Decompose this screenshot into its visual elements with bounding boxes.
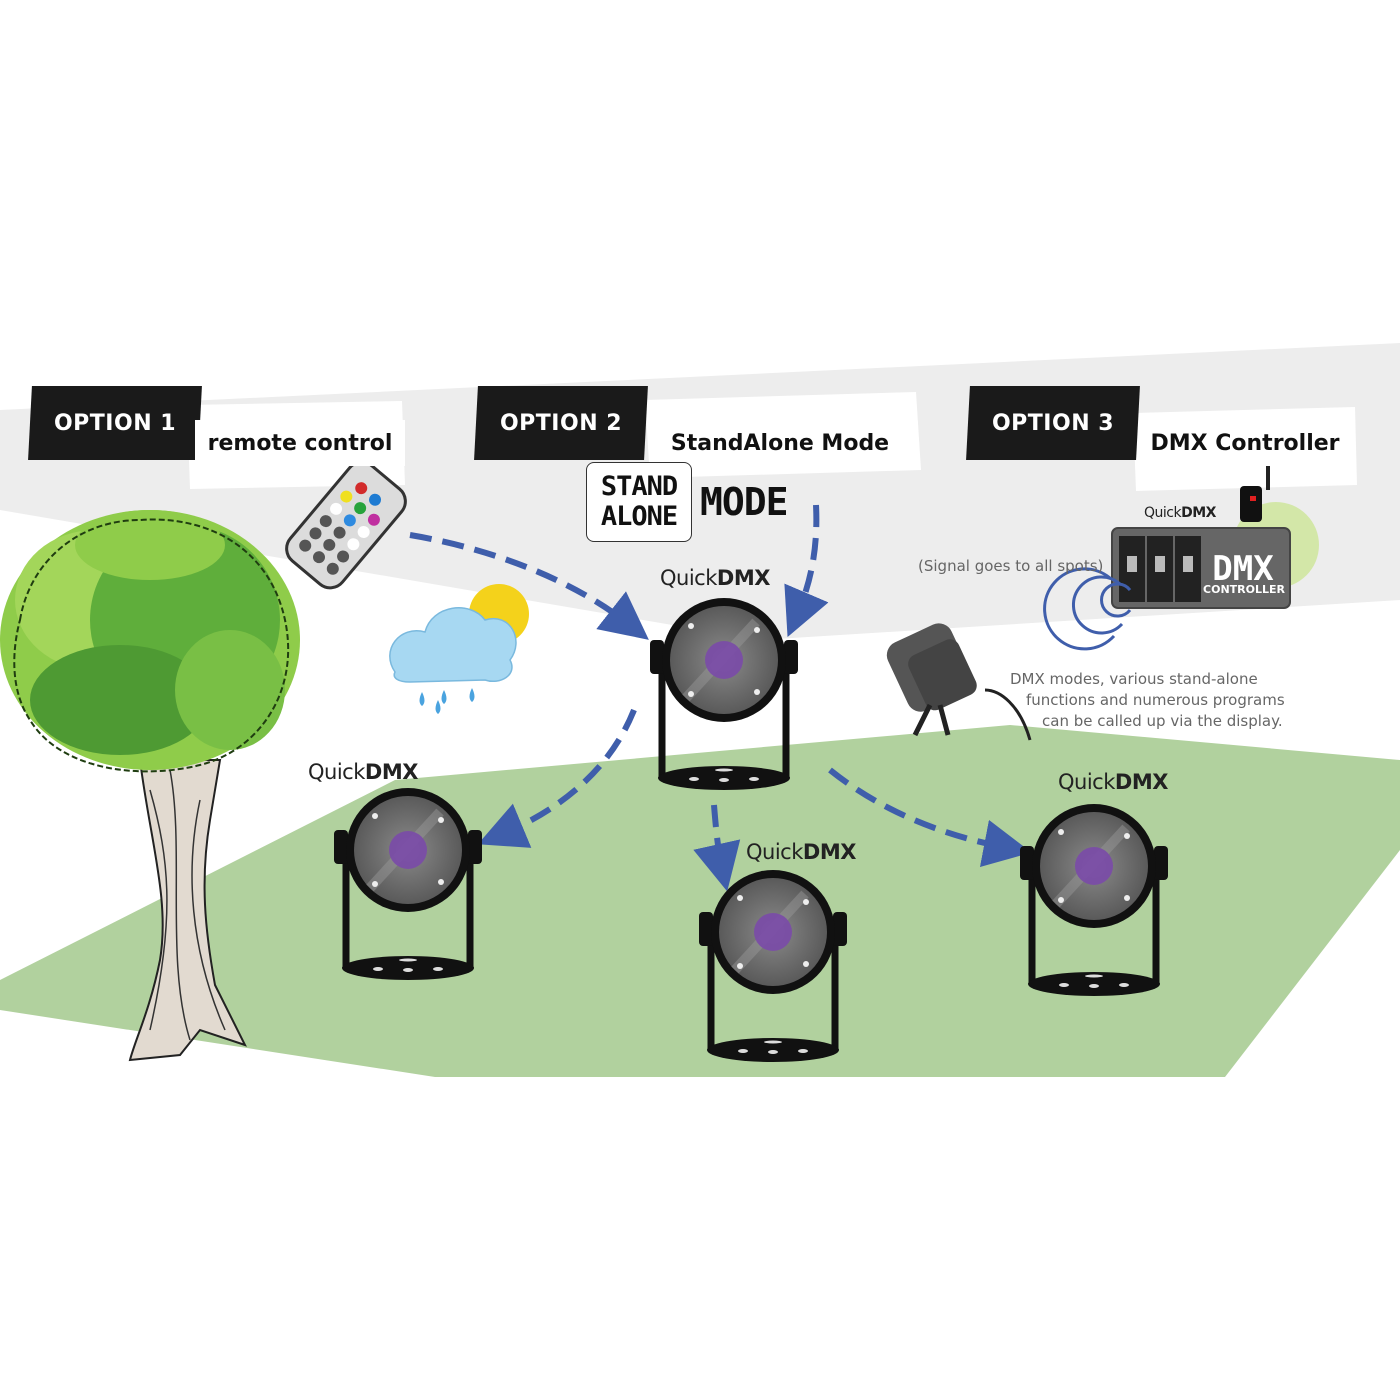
quickdmx-logo-center: QuickDMX bbox=[746, 840, 856, 864]
wireless-signal-icon bbox=[1043, 567, 1132, 651]
arrow-standalone-to-main bbox=[784, 504, 829, 638]
standalone-mode-text: MODE bbox=[700, 480, 789, 524]
controller-title: DMX bbox=[1212, 549, 1274, 589]
option-3-label: DMX Controller bbox=[1140, 420, 1350, 466]
dmx-controller-device bbox=[1111, 462, 1291, 609]
signal-note: (Signal goes to all spots) bbox=[918, 557, 1104, 575]
description-line-3: can be called up via the display. bbox=[1042, 712, 1283, 730]
tree-illustration bbox=[0, 510, 300, 1062]
option-3-tab: OPTION 3 bbox=[966, 386, 1140, 460]
sun-cloud-rain-icon bbox=[389, 584, 529, 714]
garden-spot-light-icon bbox=[886, 623, 1032, 741]
remote-control-icon bbox=[285, 460, 407, 590]
arrow-remote-to-main bbox=[409, 532, 649, 640]
quickdmx-logo-controller: QuickDMX bbox=[1144, 505, 1216, 521]
quickdmx-logo-main: QuickDMX bbox=[660, 566, 770, 590]
option-2-tab: OPTION 2 bbox=[474, 386, 648, 460]
option-1-label: remote control bbox=[195, 420, 405, 466]
option-3-tab-text: OPTION 3 bbox=[991, 410, 1115, 436]
standalone-badge: STAND ALONE bbox=[586, 462, 692, 542]
standalone-badge-line1: STAND bbox=[600, 471, 678, 502]
standalone-badge-line2: ALONE bbox=[600, 501, 678, 532]
arrow-main-to-center bbox=[693, 804, 741, 892]
arrow-main-to-left bbox=[477, 708, 637, 848]
option-2-tab-text: OPTION 2 bbox=[499, 410, 623, 436]
description-line-2: functions and numerous programs bbox=[1026, 691, 1285, 709]
controller-subtitle: CONTROLLER bbox=[1203, 583, 1285, 596]
option-1-tab-text: OPTION 1 bbox=[53, 410, 177, 436]
quickdmx-logo-right: QuickDMX bbox=[1058, 770, 1168, 794]
option-2-label: StandAlone Mode bbox=[660, 420, 900, 466]
signal-arrows bbox=[409, 504, 1032, 892]
option-1-tab: OPTION 1 bbox=[28, 386, 202, 460]
quickdmx-logo-left: QuickDMX bbox=[308, 760, 418, 784]
description-line-1: DMX modes, various stand-alone bbox=[1010, 670, 1258, 688]
arrow-main-to-right bbox=[828, 767, 1032, 868]
